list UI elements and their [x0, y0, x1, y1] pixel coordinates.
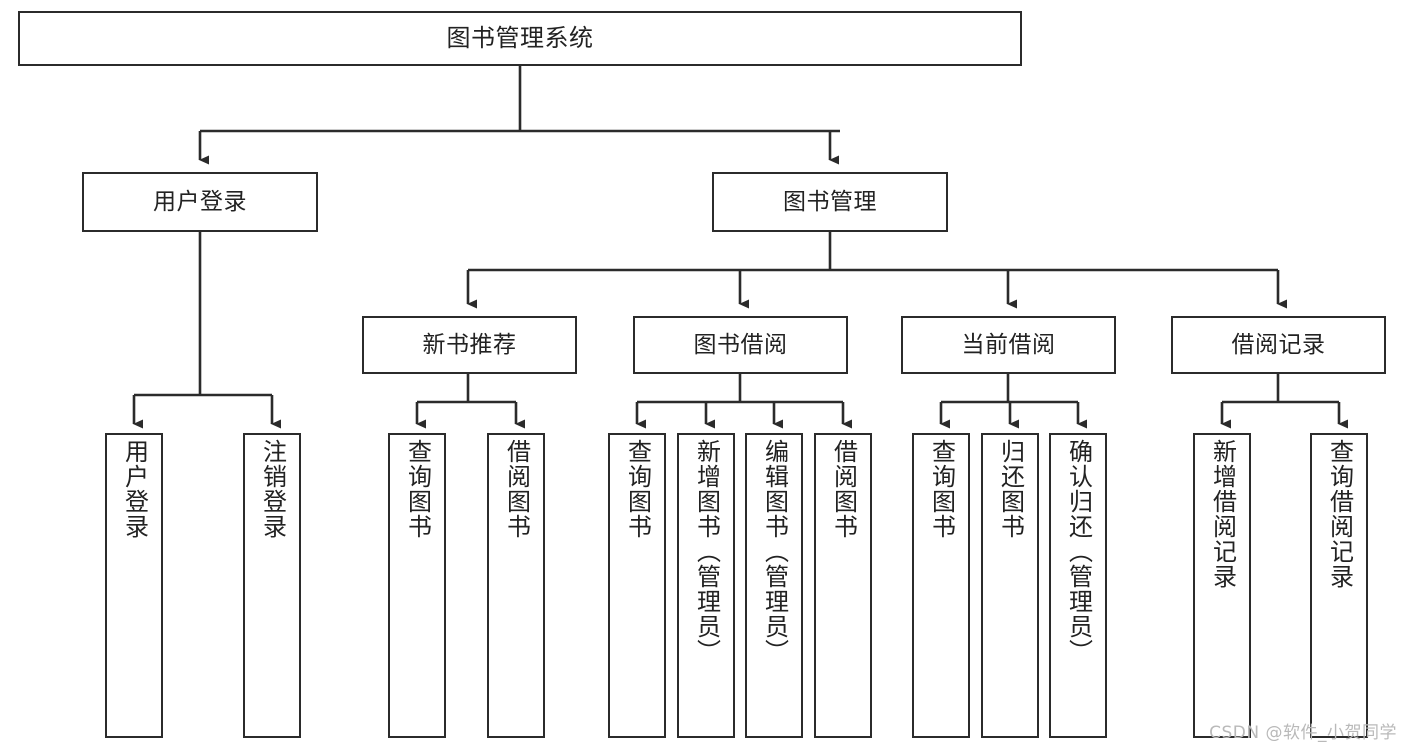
- leaf-query-book-borrow[interactable]: 查询图书: [608, 433, 666, 738]
- node-new-book-recommend[interactable]: 新书推荐: [362, 316, 577, 374]
- node-label: 用户登录: [153, 188, 247, 215]
- leaf-user-login[interactable]: 用户登录: [105, 433, 163, 738]
- leaf-edit-book-admin[interactable]: 编辑图书（管理员）: [745, 433, 803, 738]
- node-book-borrow[interactable]: 图书借阅: [633, 316, 848, 374]
- node-label: 查询借阅记录: [1325, 439, 1354, 589]
- node-root-book-management-system[interactable]: 图书管理系统: [18, 11, 1022, 66]
- node-label: 注销登录: [258, 439, 287, 539]
- node-label: 查询图书: [623, 439, 652, 539]
- node-borrow-record[interactable]: 借阅记录: [1171, 316, 1386, 374]
- node-current-borrow[interactable]: 当前借阅: [901, 316, 1116, 374]
- node-label: 归还图书: [996, 439, 1025, 539]
- leaf-return-book[interactable]: 归还图书: [981, 433, 1039, 738]
- leaf-borrow-book-recommend[interactable]: 借阅图书: [487, 433, 545, 738]
- leaf-query-book-recommend[interactable]: 查询图书: [388, 433, 446, 738]
- csdn-watermark: CSDN @软件_小贺同学: [1209, 723, 1397, 743]
- leaf-add-borrow-record[interactable]: 新增借阅记录: [1193, 433, 1251, 738]
- leaf-logout[interactable]: 注销登录: [243, 433, 301, 738]
- leaf-borrow-book[interactable]: 借阅图书: [814, 433, 872, 738]
- node-label: 用户登录: [120, 439, 149, 539]
- node-label: 图书管理系统: [446, 23, 594, 52]
- node-label: 借阅记录: [1231, 331, 1326, 358]
- leaf-add-book-admin[interactable]: 新增图书（管理员）: [677, 433, 735, 738]
- node-user-login[interactable]: 用户登录: [82, 172, 318, 232]
- node-label: 新增图书（管理员）: [692, 439, 721, 664]
- node-label: 新增借阅记录: [1208, 439, 1237, 589]
- node-label: 图书管理: [783, 188, 877, 215]
- node-label: 借阅图书: [829, 439, 858, 539]
- node-label: 新书推荐: [422, 331, 517, 358]
- node-label: 查询图书: [927, 439, 956, 539]
- node-label: 当前借阅: [961, 331, 1056, 358]
- leaf-query-borrow-record[interactable]: 查询借阅记录: [1310, 433, 1368, 738]
- node-book-management[interactable]: 图书管理: [712, 172, 948, 232]
- node-label: 编辑图书（管理员）: [760, 439, 789, 664]
- node-label: 图书借阅: [693, 331, 788, 358]
- node-label: 确认归还（管理员）: [1064, 439, 1093, 664]
- node-label: 借阅图书: [502, 439, 531, 539]
- leaf-confirm-return-admin[interactable]: 确认归还（管理员）: [1049, 433, 1107, 738]
- leaf-query-book-current[interactable]: 查询图书: [912, 433, 970, 738]
- node-label: 查询图书: [403, 439, 432, 539]
